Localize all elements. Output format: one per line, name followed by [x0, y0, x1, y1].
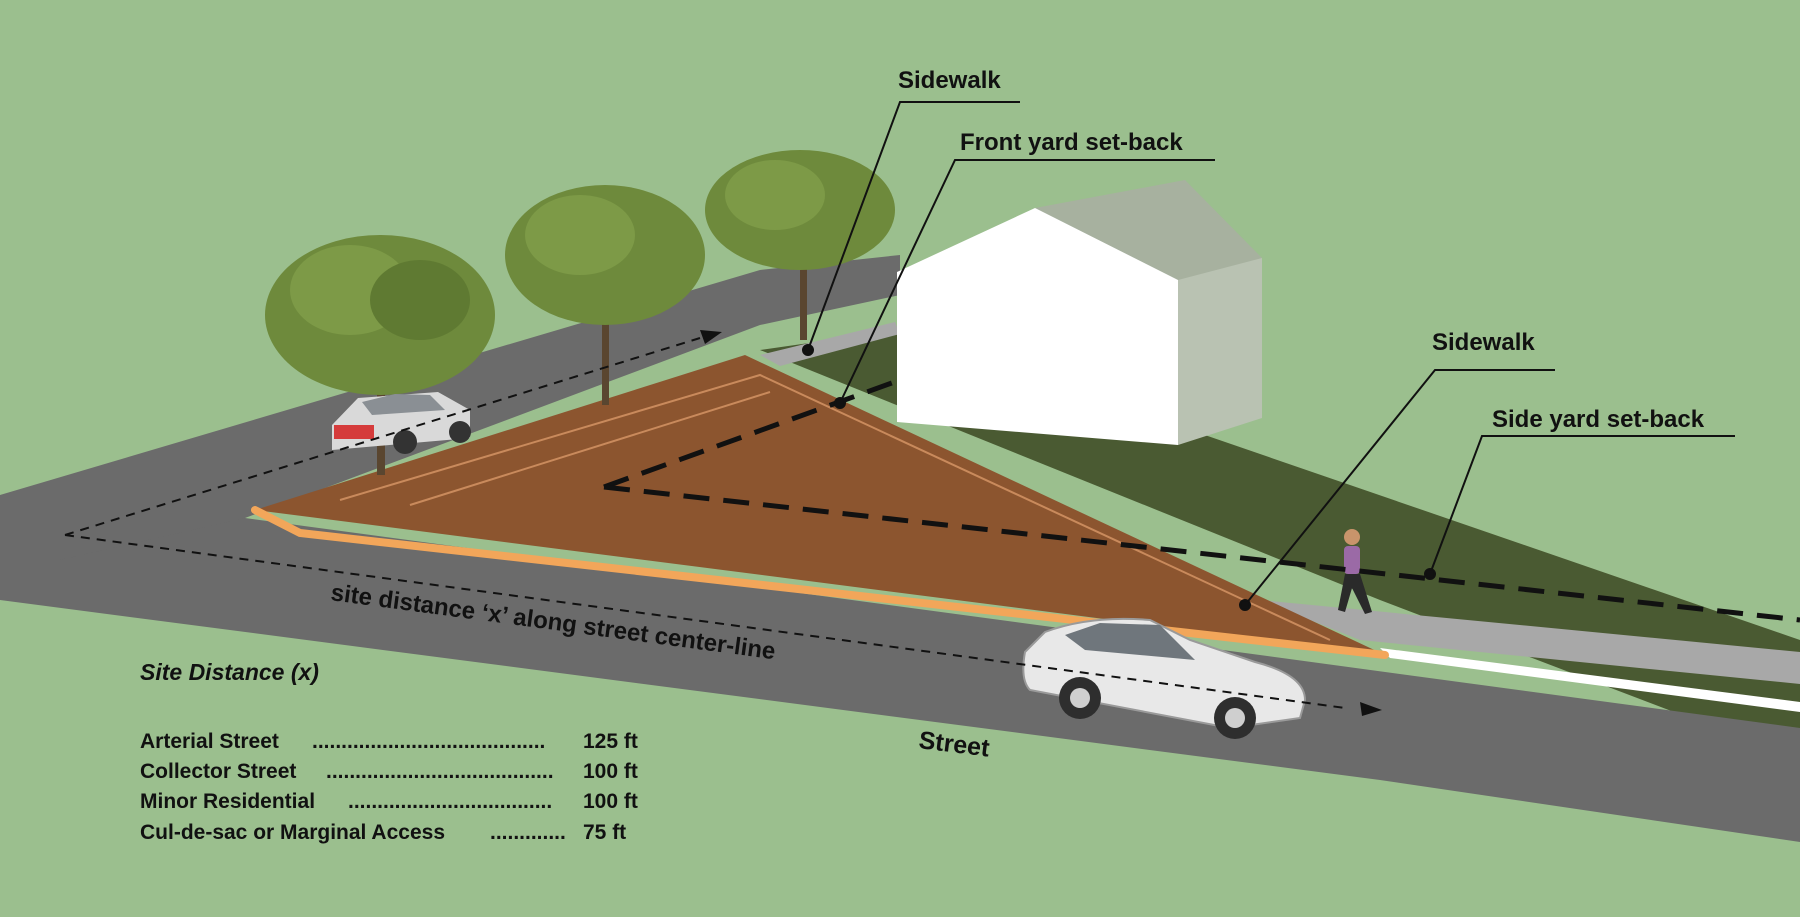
curb-edge: [251, 506, 1389, 659]
callout-leaders: [802, 101, 1735, 611]
leader-sidewalk-top: [807, 101, 1020, 351]
house-wall-side: [1178, 258, 1262, 445]
centerline-arrow-side: [700, 330, 722, 344]
main-street: [0, 480, 1800, 842]
legend-row-leader: ...................................: [348, 790, 552, 813]
legend-row: Arterial Street ........................…: [140, 730, 638, 753]
callout-sidewalk-top: Sidewalk: [898, 67, 1001, 94]
leader-side-setback: [1429, 435, 1735, 575]
setback-inner-line-2: [409, 391, 771, 506]
legend-row-label: Arterial Street: [140, 730, 279, 753]
car-left: [332, 392, 471, 454]
car-front: [1022, 617, 1307, 739]
sight-triangle: [255, 355, 1385, 655]
house-front: [897, 208, 1178, 445]
site-distance-legend: Site Distance (x) Arterial Street ......…: [140, 659, 638, 844]
legend-row-label: Cul-de-sac or Marginal Access: [140, 821, 445, 844]
tree-2: [505, 185, 705, 405]
tree-1: [265, 235, 495, 475]
runner-figure: [1338, 529, 1372, 614]
side-setback-line: [603, 484, 1800, 623]
leader-dot-side-setback: [1424, 568, 1436, 580]
tree-3: [705, 150, 895, 340]
leader-sidewalk-right: [1244, 369, 1555, 606]
setback-inner-line: [339, 373, 1331, 641]
callout-front-yard-setback: Front yard set-back: [960, 129, 1183, 156]
sidewalk-top-strip: [760, 322, 900, 366]
centerline-arrow-main: [1360, 702, 1382, 716]
legend-row-value: 75 ft: [583, 821, 626, 844]
leader-dot-sidewalk-right: [1239, 599, 1251, 611]
legend-row-label: Collector Street: [140, 760, 296, 783]
leader-dot-front-setback: [834, 397, 846, 409]
legend-row: Cul-de-sac or Marginal Access ..........…: [140, 821, 626, 844]
leader-dot-sidewalk-top: [802, 344, 814, 356]
sidewalk-right-strip: [1260, 600, 1800, 684]
legend-row-leader: .............: [490, 821, 566, 844]
legend-row-value: 100 ft: [583, 790, 638, 813]
legend-row-leader: ........................................: [312, 730, 545, 753]
main-street-centerline: [64, 534, 1346, 709]
legend-row-leader: .......................................: [326, 760, 554, 783]
callout-side-yard-setback: Side yard set-back: [1492, 406, 1705, 433]
callout-sidewalk-right: Sidewalk: [1432, 329, 1535, 356]
house: [897, 180, 1262, 445]
legend-row-value: 125 ft: [583, 730, 638, 753]
legend-row: Minor Residential ......................…: [140, 790, 638, 813]
legend-row-value: 100 ft: [583, 760, 638, 783]
legend-title: Site Distance (x): [140, 659, 319, 685]
legend-row-label: Minor Residential: [140, 790, 315, 813]
leader-front-setback: [839, 159, 1215, 404]
front-setback-line: [603, 377, 901, 490]
curb-line-right: [1380, 648, 1800, 712]
legend-row: Collector Street .......................…: [140, 760, 638, 783]
